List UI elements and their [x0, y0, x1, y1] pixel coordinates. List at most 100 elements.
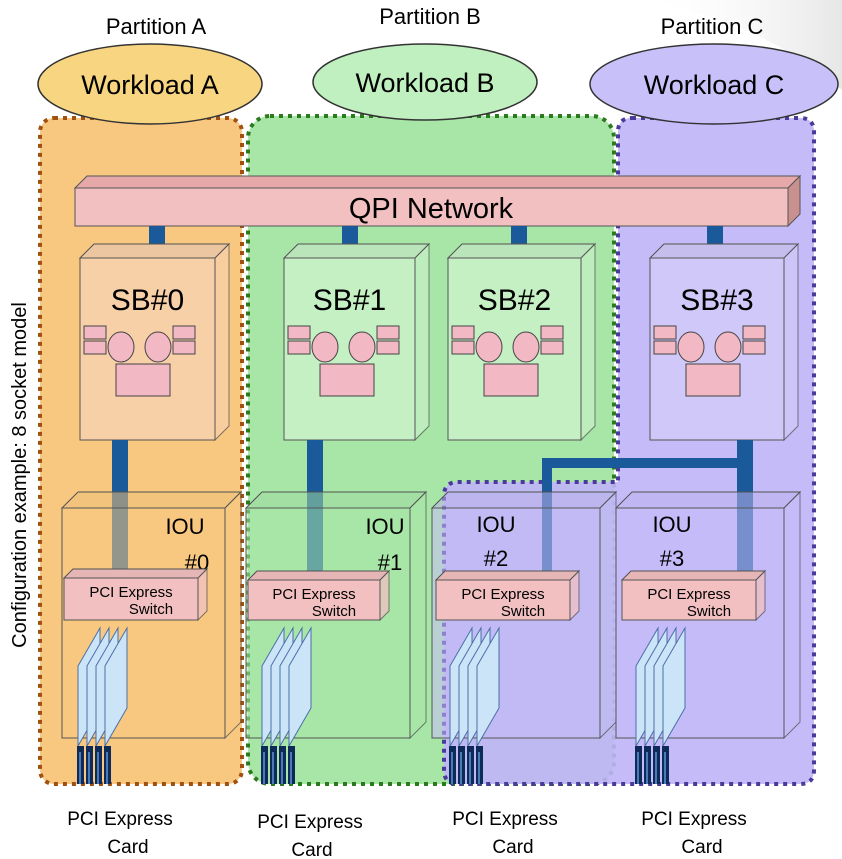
iou-title: IOU	[476, 512, 515, 537]
workload-c-ellipse	[589, 43, 839, 125]
pci-switch-label-line1: PCI Express	[461, 586, 544, 603]
system-board-3: SB#3	[648, 242, 800, 442]
system-board-1: SB#1	[282, 242, 431, 442]
pci-express-switch-top	[434, 570, 581, 581]
pci-card-connector	[106, 752, 108, 784]
workload-c-label: Workload C	[644, 70, 785, 100]
background-swoosh	[640, 0, 842, 90]
memory-chip	[172, 340, 196, 355]
cpu-socket	[512, 331, 540, 363]
pci-card-caption-line1: PCI Express	[67, 809, 173, 830]
system-board-2-side	[580, 242, 596, 442]
memory-chip	[653, 325, 677, 340]
pci-card-connector	[637, 752, 639, 784]
system-board-2: SB#2	[446, 242, 597, 442]
pci-card-caption-line2: Card	[681, 837, 722, 858]
pci-switch-label-line2: Switch	[501, 603, 545, 620]
workload-a-label: Workload A	[81, 70, 219, 100]
pci-express-card	[288, 626, 312, 748]
cpu-socket	[475, 331, 503, 363]
pci-express-switch-top	[620, 570, 767, 581]
partition-b-title: Partition B	[379, 4, 481, 29]
pci-express-card	[476, 626, 500, 748]
pci-card-connector	[451, 752, 453, 784]
memory-chip	[376, 325, 400, 340]
pci-card-caption-line2: Card	[107, 837, 148, 858]
iou-number: #2	[484, 546, 508, 571]
memory-chip	[287, 325, 311, 340]
memory-chip	[287, 340, 311, 355]
pci-switch-label-line2: Switch	[129, 601, 173, 618]
memory-chip	[376, 340, 400, 355]
iou-1-top	[244, 491, 428, 509]
configuration-label: Configuration example: 8 socket model	[9, 302, 31, 648]
cpu-socket	[311, 331, 339, 363]
workload-b-ellipse	[312, 43, 538, 121]
pci-card-connector	[655, 752, 657, 784]
iou-number: #3	[660, 546, 684, 571]
pci-express-card	[104, 626, 128, 748]
pci-express-switch-side	[379, 569, 390, 622]
pci-express-switch-front	[247, 579, 381, 621]
memory-chip	[742, 340, 766, 355]
pci-card-caption-line1: PCI Express	[641, 809, 747, 830]
workload-a-ellipse	[37, 43, 263, 125]
pci-card-caption-line1: PCI Express	[452, 809, 558, 830]
pci-card-connector	[460, 752, 462, 784]
cpu-memory-module	[83, 325, 196, 397]
pci-express-switch-front	[621, 579, 757, 621]
iou-3-side	[783, 490, 801, 740]
cpu-memory-module	[653, 325, 766, 397]
qpi-network: QPI Network	[73, 174, 802, 228]
pci-express-switch-front	[435, 579, 571, 621]
qpi-network-top	[73, 175, 802, 189]
partition-c-title: Partition C	[661, 14, 764, 39]
system-board-1-side	[414, 242, 430, 442]
pci-express-card	[662, 626, 686, 748]
system-board-0-top	[78, 243, 231, 259]
pci-switch-label-line1: PCI Express	[272, 586, 355, 603]
pci-card-connector	[478, 752, 480, 784]
cpu-socket	[107, 331, 135, 363]
memory-chip	[653, 340, 677, 355]
pci-card-connector	[97, 752, 99, 784]
pci-card-caption-line2: Card	[492, 837, 533, 858]
pci-card-caption-line1: PCI Express	[257, 812, 363, 833]
cpu-socket	[348, 331, 376, 363]
chipset	[483, 363, 539, 397]
system-board-label: SB#1	[313, 284, 386, 317]
iou-0-side	[224, 490, 242, 740]
iou-2-top	[430, 491, 618, 509]
pci-card-connector	[290, 752, 292, 784]
memory-chip	[451, 340, 475, 355]
qpi-network-label: QPI Network	[349, 193, 514, 225]
system-board-2-top	[446, 243, 597, 259]
chipset	[685, 363, 741, 397]
iou-title: IOU	[165, 514, 204, 539]
pci-express-switch-side	[569, 569, 580, 622]
pci-card-connector	[79, 752, 81, 784]
pci-card-connector	[469, 752, 471, 784]
system-board-0: SB#0	[78, 242, 231, 442]
pci-switch-label-line1: PCI Express	[89, 584, 172, 601]
memory-chip	[83, 325, 107, 340]
system-board-3-top	[648, 243, 800, 259]
iou-title: IOU	[652, 512, 691, 537]
system-board-3-side	[783, 242, 799, 442]
iou-0-top	[60, 491, 243, 509]
system-board-1-top	[282, 243, 431, 259]
pci-card-connector	[646, 752, 648, 784]
partition-a-title: Partition A	[106, 14, 207, 39]
pci-card-caption-line2: Card	[291, 840, 332, 859]
cpu-memory-module	[287, 325, 400, 397]
pci-express-switch-top	[62, 568, 209, 579]
pci-express-switch-side	[197, 567, 208, 622]
io-link	[542, 458, 751, 468]
memory-chip	[83, 340, 107, 355]
cpu-socket	[677, 331, 705, 363]
pci-card-connector	[272, 752, 274, 784]
